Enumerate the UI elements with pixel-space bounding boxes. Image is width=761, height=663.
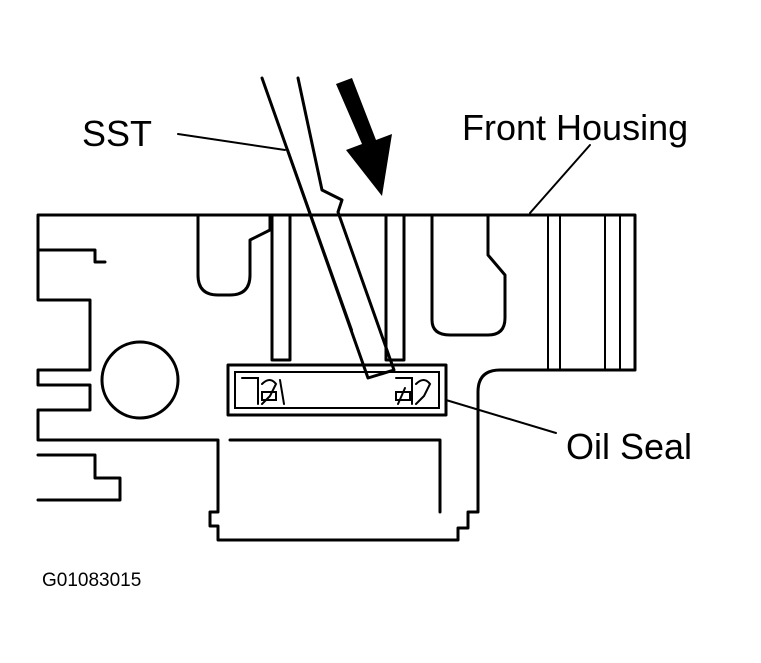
sst-label: SST xyxy=(82,113,152,154)
housing-passage-hole xyxy=(100,340,180,420)
housing-left-step xyxy=(36,248,107,264)
housing-left-pocket xyxy=(196,214,272,297)
front-housing-outline xyxy=(36,213,637,542)
oil-seal-label: Oil Seal xyxy=(566,426,692,467)
oil-seal-inner xyxy=(234,371,440,409)
housing-right-pocket xyxy=(430,214,507,337)
housing-left-step xyxy=(36,453,122,502)
housing-bore-left-wall xyxy=(270,214,292,362)
housing-bore-right-wall xyxy=(384,214,406,362)
oil-seal-spring-left xyxy=(261,391,277,401)
sst-tool-edge xyxy=(287,149,353,331)
oil-seal-leader-line xyxy=(445,399,557,434)
sst-leader-line xyxy=(177,133,286,151)
oil-seal-body xyxy=(226,363,448,417)
front-housing-label: Front Housing xyxy=(462,107,688,148)
figure-code: G01083015 xyxy=(42,570,141,591)
sst-tool xyxy=(260,76,396,380)
press-direction-arrow xyxy=(336,78,392,196)
oil-seal-lip-left xyxy=(241,377,285,405)
front-housing-leader-line xyxy=(529,144,591,214)
oil-seal-spring-right xyxy=(395,391,411,401)
oil-seal-lip-right xyxy=(395,377,432,405)
housing-lower-bore xyxy=(228,438,442,514)
